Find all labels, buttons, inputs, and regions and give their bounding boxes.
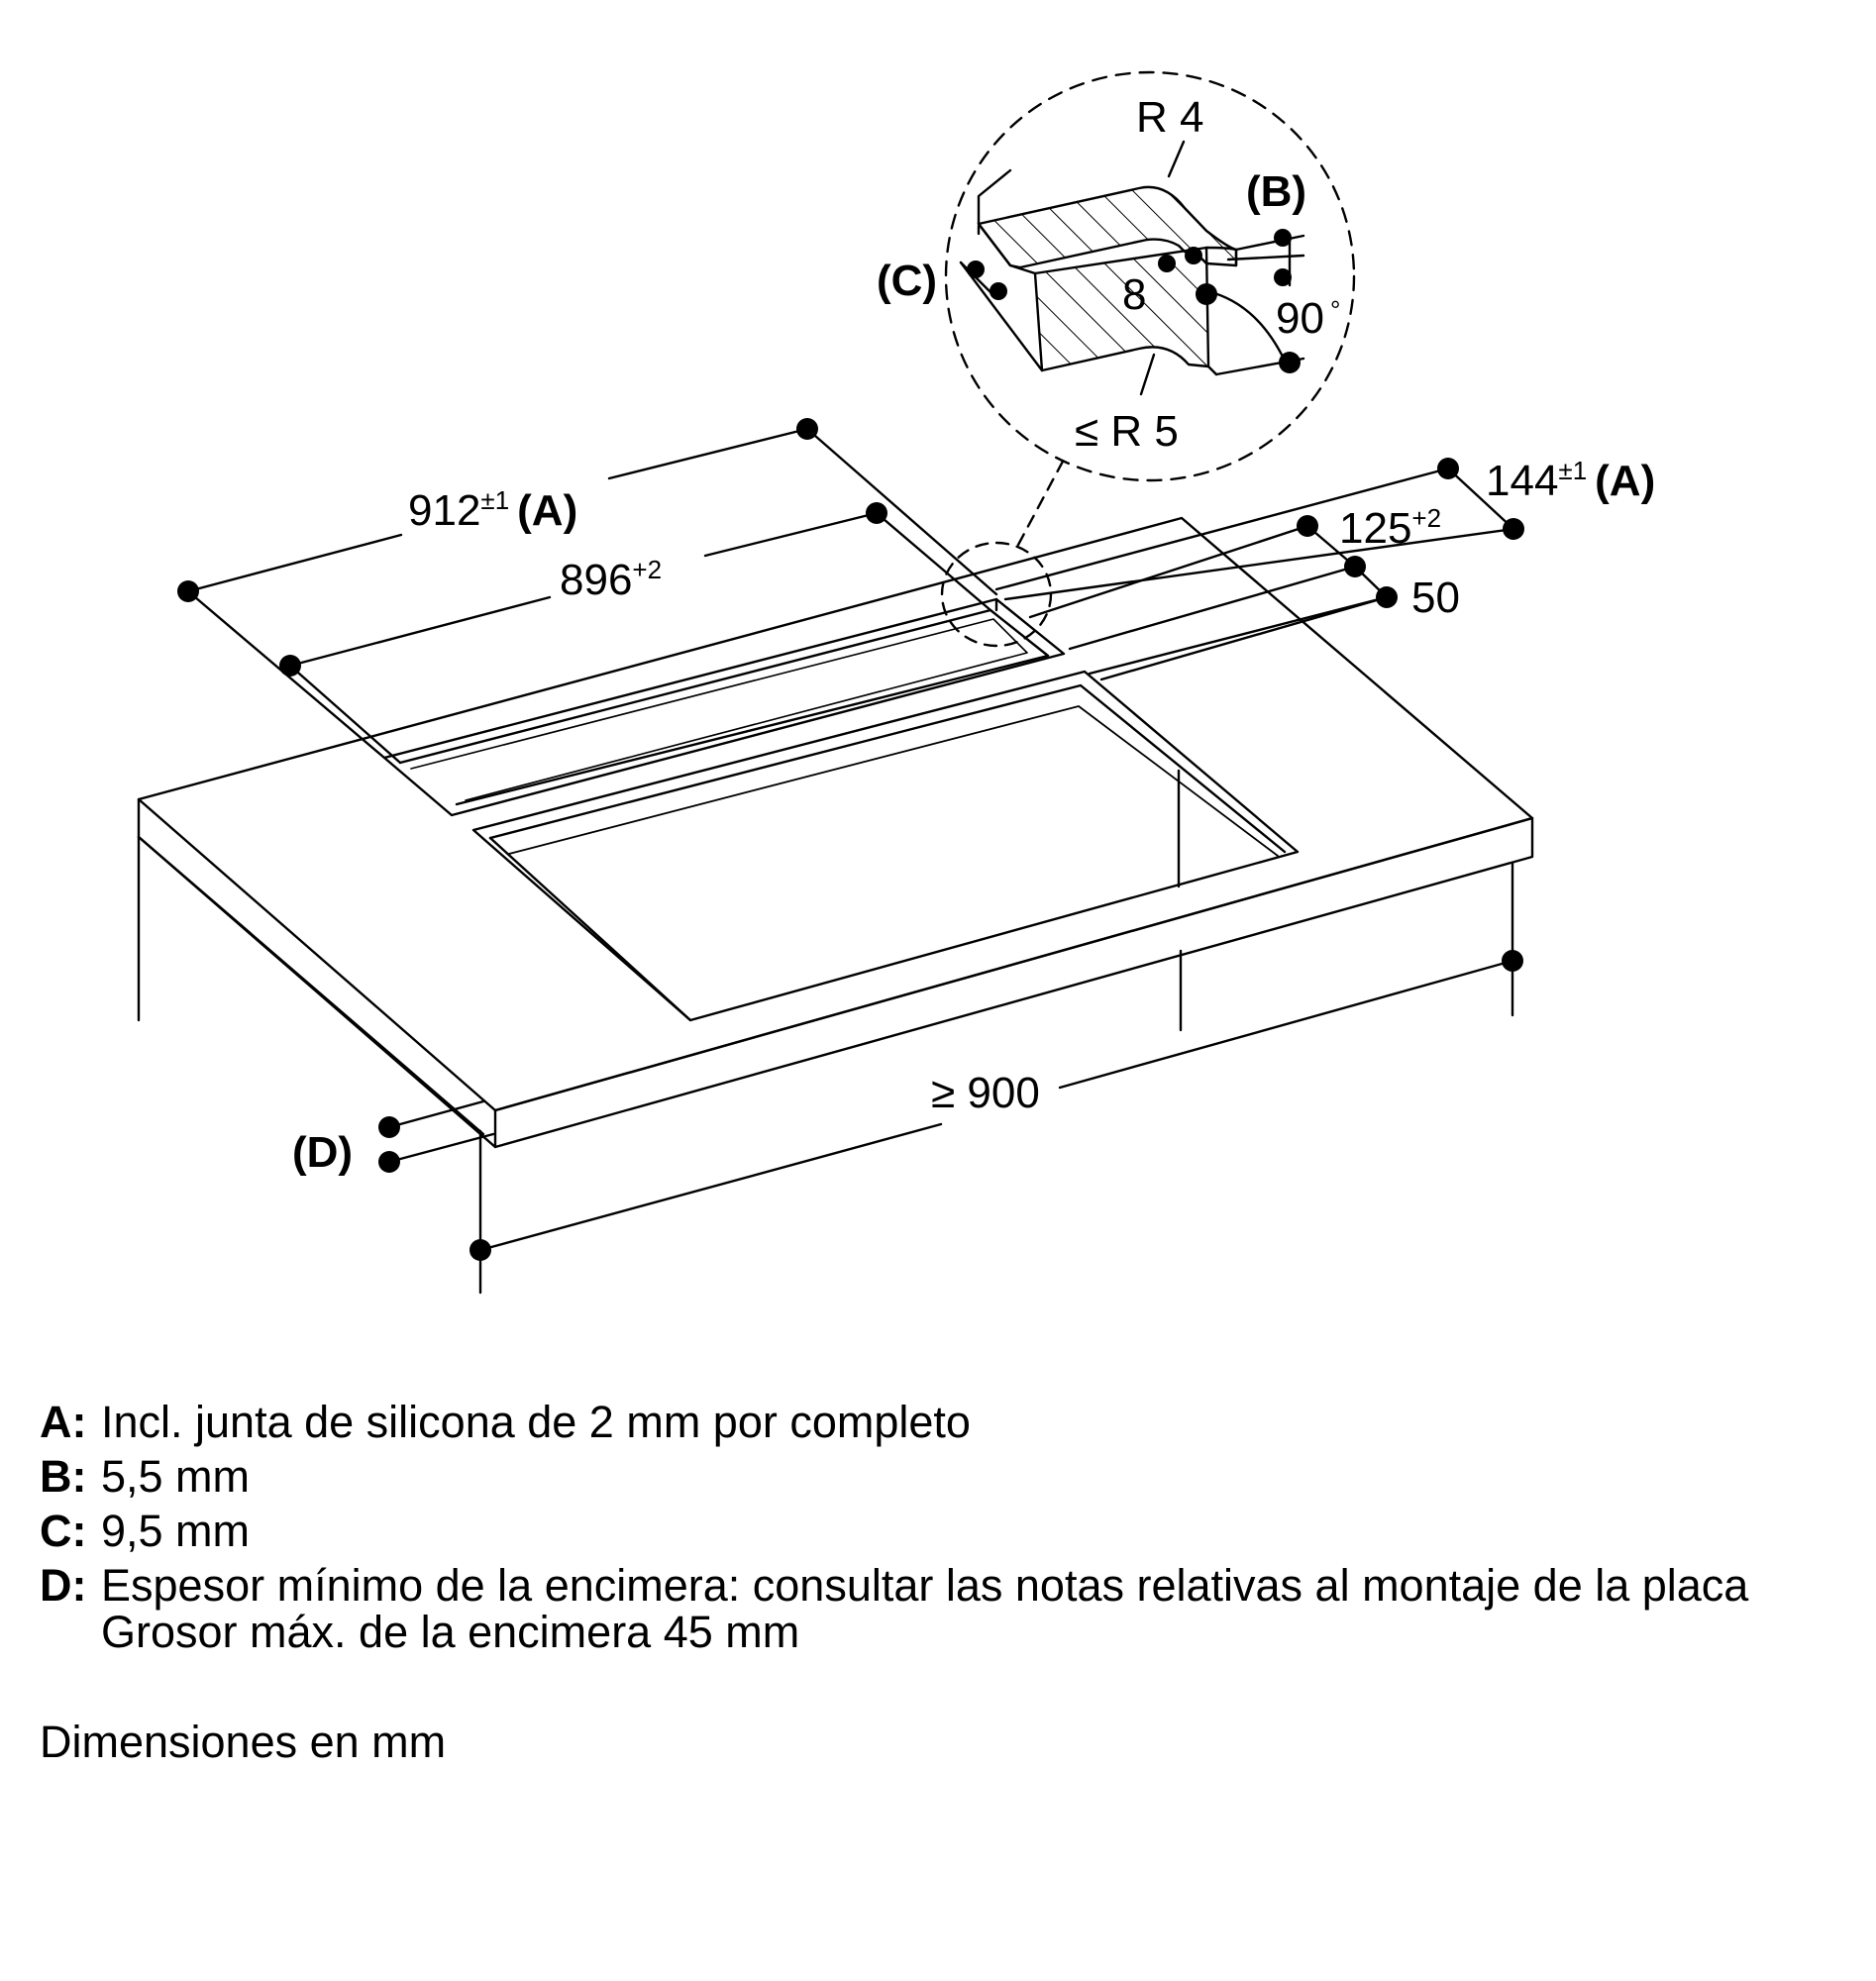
label-50: 50	[1411, 573, 1460, 622]
dim-912-line-right	[607, 427, 809, 480]
label-d: (D)	[292, 1128, 353, 1177]
dim-d-line-top	[387, 1099, 485, 1129]
label-125: 125	[1339, 504, 1411, 553]
dim-d-line-bottom	[387, 1132, 495, 1164]
dim-50-line	[1088, 595, 1389, 676]
detail-circle	[944, 70, 1356, 482]
legend-row-c: C: 9,5 mm	[40, 1504, 1842, 1558]
svg-text:144±1(A): 144±1 (A)	[1486, 456, 1655, 505]
installation-diagram: 912±1(A) 896+2 144±1(A) 125+2 50 ≥ 900 (…	[137, 70, 1655, 1295]
units-note: Dimensiones en mm	[40, 1717, 447, 1767]
legend-key: D:	[40, 1560, 87, 1611]
label-900: ≥ 900	[931, 1069, 1040, 1117]
legend-text: Espesor mínimo de la encimera: consultar…	[101, 1560, 1749, 1611]
label-144-ref: (A)	[1595, 457, 1655, 505]
label-8: 8	[1122, 270, 1146, 319]
dim-896-line-left	[288, 595, 552, 668]
detail-leader	[1016, 456, 1067, 547]
label-r4: R 4	[1136, 93, 1203, 142]
label-896-tol: +2	[632, 555, 662, 584]
svg-text:912±1(A): 912±1 (A)	[408, 485, 577, 535]
label-912: 912	[408, 486, 480, 535]
countertop-left-edge	[137, 797, 497, 1149]
legend-text: 5,5 mm	[101, 1451, 251, 1502]
dim-144-line	[994, 467, 1450, 591]
cabinet-left-depth	[137, 835, 485, 1136]
label-896: 896	[560, 556, 632, 604]
legend-key: A:	[40, 1397, 87, 1447]
dim-125-line	[1028, 524, 1309, 619]
legend-extra-note: Grosor máx. de la encimera 45 mm	[101, 1607, 800, 1657]
legend-row-a: A: Incl. junta de silicona de 2 mm por c…	[40, 1395, 1842, 1449]
dim-912-line-left	[186, 533, 403, 593]
label-912-tol: ±1	[480, 485, 509, 515]
vent-cutout-outer	[382, 597, 1066, 817]
label-125-tol: +2	[1411, 503, 1441, 533]
svg-text:90°: 90°	[1276, 294, 1340, 343]
vent-cutout-inner	[398, 608, 1050, 806]
svg-text:896+2: 896+2	[560, 555, 662, 604]
legend-key: B:	[40, 1451, 87, 1502]
label-912-ref: (A)	[517, 486, 577, 535]
dimension-dots	[177, 229, 1524, 1261]
countertop-front-edge	[493, 816, 1534, 1149]
legend-row-b: B: 5,5 mm	[40, 1449, 1842, 1504]
hob-cutout-inner	[488, 683, 1287, 854]
hob-cutout-outer	[471, 670, 1300, 1022]
dim-900-line-right	[1058, 959, 1514, 1090]
label-degree: °	[1330, 295, 1340, 325]
dim-896-line-right	[703, 511, 879, 558]
detail-marker-ellipse	[940, 541, 1053, 648]
label-90: 90	[1276, 294, 1324, 343]
label-c: (C)	[877, 257, 937, 305]
countertop-top-face	[137, 516, 1534, 1112]
legend: A: Incl. junta de silicona de 2 mm por c…	[40, 1395, 1842, 1769]
dim-900-line-left	[478, 1122, 943, 1252]
label-b: (B)	[1246, 167, 1306, 216]
legend-key: C:	[40, 1506, 87, 1556]
label-r5: ≤ R 5	[1075, 407, 1179, 456]
detail-cross-section	[959, 140, 1305, 396]
legend-text: 9,5 mm	[101, 1506, 251, 1556]
label-144-tol: ±1	[1558, 456, 1587, 485]
legend-text: Incl. junta de silicona de 2 mm por comp…	[101, 1397, 971, 1447]
legend-row-d: D: Espesor mínimo de la encimera: consul…	[40, 1558, 1842, 1613]
label-144: 144	[1486, 457, 1558, 505]
svg-text:125+2: 125+2	[1339, 503, 1441, 553]
dimension-labels: 912±1(A) 896+2 144±1(A) 125+2 50 ≥ 900 (…	[292, 93, 1655, 1177]
